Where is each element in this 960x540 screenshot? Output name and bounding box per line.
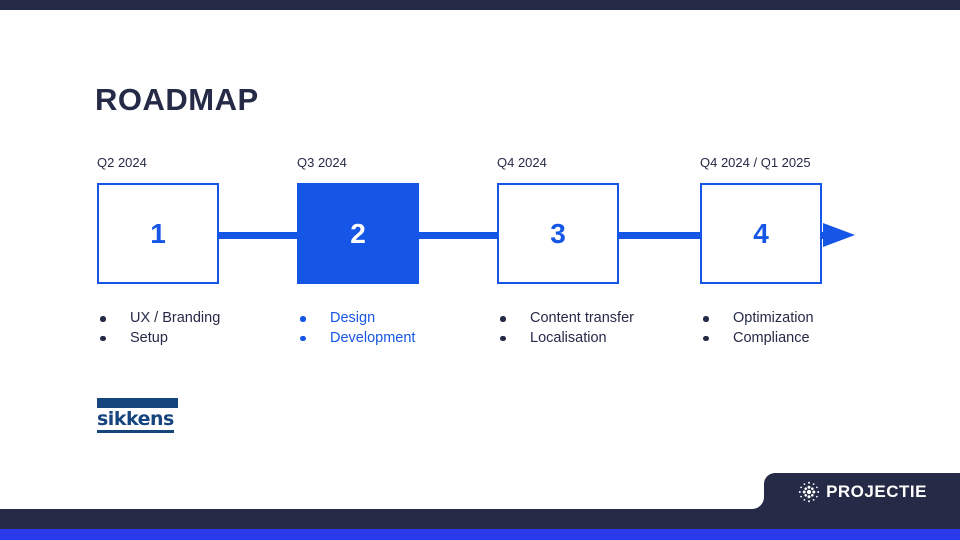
- timeline-step-2: Q3 2024 2 Design Development: [297, 155, 487, 348]
- sikkens-logo-wordmark: sikkens: [97, 409, 174, 433]
- footer-tab-fillet: [752, 497, 764, 509]
- footer-accent-strip: [0, 529, 960, 540]
- timeline-arrow-icon: [823, 223, 855, 247]
- step-box-2: 2: [297, 183, 419, 284]
- sikkens-logo-bar: [97, 398, 178, 408]
- step-period-label: Q4 2024 / Q1 2025: [700, 155, 811, 170]
- footer-bar: [0, 509, 960, 529]
- timeline-step-1: Q2 2024 1 UX / Branding Setup: [97, 155, 287, 348]
- step-item-list: Content transfer Localisation: [497, 309, 687, 348]
- step-item: Compliance: [700, 329, 890, 349]
- step-item: Design: [297, 309, 487, 329]
- step-item: Optimization: [700, 309, 890, 329]
- step-number: 2: [350, 217, 366, 249]
- step-item: Development: [297, 329, 487, 349]
- step-number: 1: [150, 217, 166, 249]
- step-period-label: Q2 2024: [97, 155, 147, 170]
- page-title: ROADMAP: [95, 82, 259, 117]
- step-item: UX / Branding: [97, 309, 287, 329]
- step-number: 4: [753, 217, 769, 249]
- step-item-list: Design Development: [297, 309, 487, 348]
- step-box-1: 1: [97, 183, 219, 284]
- step-box-4: 4: [700, 183, 822, 284]
- step-item-list: Optimization Compliance: [700, 309, 890, 348]
- top-accent-bar: [0, 0, 960, 10]
- step-item: Localisation: [497, 329, 687, 349]
- dotted-globe-icon: [798, 481, 820, 502]
- step-number: 3: [550, 217, 566, 249]
- step-item-list: UX / Branding Setup: [97, 309, 287, 348]
- step-period-label: Q3 2024: [297, 155, 347, 170]
- step-box-3: 3: [497, 183, 619, 284]
- timeline-step-3: Q4 2024 3 Content transfer Localisation: [497, 155, 687, 348]
- step-item: Setup: [97, 329, 287, 349]
- step-period-label: Q4 2024: [497, 155, 547, 170]
- sikkens-logo: sikkens: [97, 398, 178, 433]
- timeline-step-4: Q4 2024 / Q1 2025 4 Optimization Complia…: [700, 155, 890, 348]
- timeline-connector: [158, 232, 824, 239]
- brand-tab: PROJECTIE: [764, 473, 960, 510]
- brand-logo-text: PROJECTIE: [826, 481, 927, 501]
- step-item: Content transfer: [497, 309, 687, 329]
